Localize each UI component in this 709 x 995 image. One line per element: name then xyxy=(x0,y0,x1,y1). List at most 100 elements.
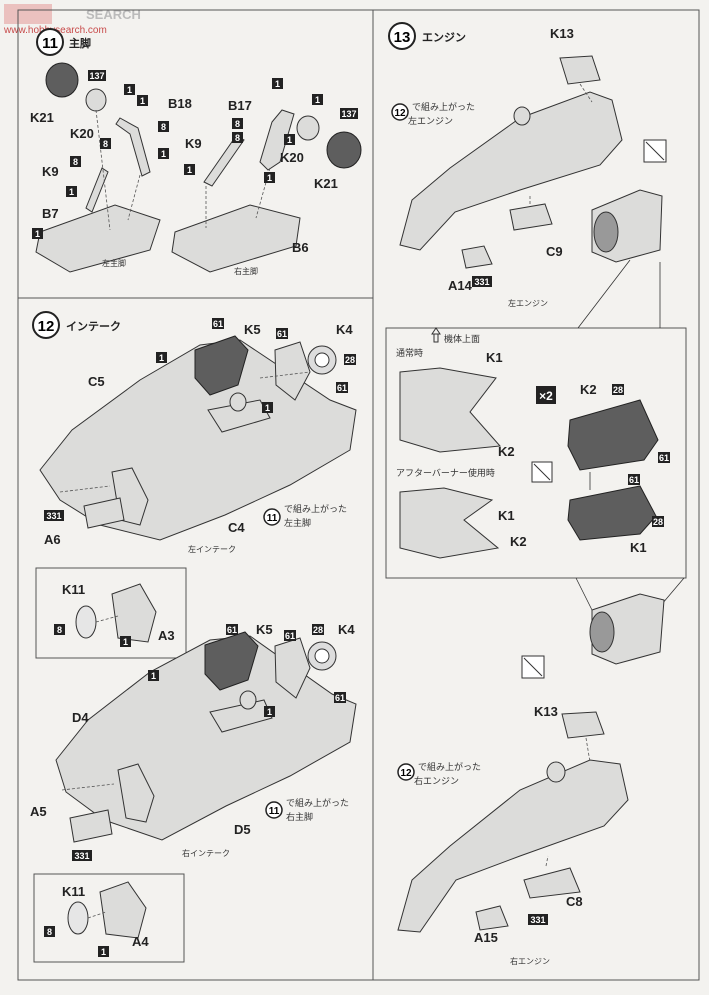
label-k2-inset: K2 xyxy=(498,444,515,459)
badge-28: 28 xyxy=(313,625,323,635)
right-intake-drawing xyxy=(55,631,357,843)
badge-1: 1 xyxy=(69,187,74,197)
badge-28: 28 xyxy=(345,355,355,365)
nozzle-inset-content: 機体上面 通常時 K1 K2 アフターバーナー使用時 K1 K2 ×2 K2 2… xyxy=(396,327,670,559)
step-12-number-badge xyxy=(32,311,60,339)
badge-1: 1 xyxy=(35,229,40,239)
label-d4: D4 xyxy=(72,710,89,725)
badge-1: 1 xyxy=(267,707,272,717)
step-13: 13 エンジン K13 C9 A14 左エンジン 331 12 で組み上がった xyxy=(385,22,687,966)
badge-1: 1 xyxy=(267,173,272,183)
ref-text-right-engine-part: 右エンジン xyxy=(414,775,459,786)
ref-number-12: 12 xyxy=(400,768,412,779)
label-k1-inset: K1 xyxy=(486,350,503,365)
left-intake-caption: 左インテーク xyxy=(188,544,236,554)
label-b6: B6 xyxy=(292,240,309,255)
ref-text-right-part: 右主脚 xyxy=(286,811,313,822)
inset-top-label: 機体上面 xyxy=(444,333,480,344)
right-intake-badges: 61 61 28 1 61 1 331 xyxy=(72,624,346,861)
left-main-gear-drawing xyxy=(35,62,161,273)
left-engine-caption: 左エンジン xyxy=(508,298,548,308)
badge-x2: ×2 xyxy=(539,389,553,403)
right-gear-reference: 11 で組み上がった 右主脚 xyxy=(265,797,349,822)
badge-61: 61 xyxy=(277,329,287,339)
step-13-frame xyxy=(372,9,700,981)
ref-number-12: 12 xyxy=(394,108,406,119)
label-a4: A4 xyxy=(132,934,149,949)
badge-61: 61 xyxy=(659,453,669,463)
right-main-gear-caption: 右主脚 xyxy=(234,266,258,276)
label-k2-inset-ab: K2 xyxy=(510,534,527,549)
badge-331: 331 xyxy=(530,915,545,925)
badge-331: 331 xyxy=(474,277,489,287)
badge-61: 61 xyxy=(227,625,237,635)
inset-normal: 通常時 xyxy=(396,347,423,358)
inset-afterburner: アフターバーナー使用時 xyxy=(396,467,495,478)
ref-text-left: で組み上がった xyxy=(284,503,347,514)
badge-1: 1 xyxy=(123,637,128,647)
left-fan-subbox xyxy=(35,567,187,659)
badge-61: 61 xyxy=(629,475,639,485)
label-k9-left: K9 xyxy=(42,164,59,179)
badge-8: 8 xyxy=(57,625,62,635)
ref-text-right-engine: で組み上がった xyxy=(418,761,481,772)
label-k2: K2 xyxy=(580,382,597,397)
left-engine-drawing xyxy=(399,55,667,269)
label-c5: C5 xyxy=(88,374,105,389)
step-11-title: 主脚 xyxy=(69,36,91,50)
label-a6: A6 xyxy=(44,532,61,547)
ref-text-left-part: 左主脚 xyxy=(284,517,311,528)
label-k1: K1 xyxy=(630,540,647,555)
badge-1: 1 xyxy=(187,165,192,175)
label-k1-inset-ab: K1 xyxy=(498,508,515,523)
ref-text-right: で組み上がった xyxy=(286,797,349,808)
ref-text-left-engine: で組み上がった xyxy=(412,101,475,112)
badge-1: 1 xyxy=(127,85,132,95)
badge-61: 61 xyxy=(337,383,347,393)
label-b18: B18 xyxy=(168,96,192,111)
label-b17: B17 xyxy=(228,98,252,113)
badge-8: 8 xyxy=(103,139,108,149)
right-engine-reference: 12 で組み上がった 右エンジン xyxy=(397,761,481,786)
right-main-gear-drawing xyxy=(171,109,362,273)
left-main-gear-labels: K21 K20 B18 K9 B7 左主脚 xyxy=(30,96,192,268)
badge-331: 331 xyxy=(74,851,89,861)
badge-28: 28 xyxy=(613,385,623,395)
label-c9: C9 xyxy=(546,244,563,259)
right-engine-drawing xyxy=(397,593,665,933)
badge-331: 331 xyxy=(46,511,61,521)
label-a15: A15 xyxy=(474,930,498,945)
step-11-number: 11 xyxy=(42,35,58,52)
badge-1: 1 xyxy=(275,79,280,89)
step-13-title: エンジン xyxy=(422,31,466,44)
left-intake-badges: 61 61 28 1 61 1 331 xyxy=(44,318,356,521)
left-engine-reference: 12 で組み上がった 左エンジン xyxy=(391,101,475,126)
label-k21-left: K21 xyxy=(30,110,54,125)
step-12-number: 12 xyxy=(38,318,55,335)
label-k11-left: K11 xyxy=(62,582,85,597)
left-intake-labels: C5 K5 K4 C4 A6 左インテーク xyxy=(44,322,353,554)
left-main-gear-caption: 左主脚 xyxy=(102,258,126,268)
watermark-logo: SEARCH xyxy=(86,7,141,22)
left-intake-drawing xyxy=(39,335,357,541)
step-13-number: 13 xyxy=(394,29,411,46)
label-k20-left: K20 xyxy=(70,126,94,141)
badge-1: 1 xyxy=(265,403,270,413)
label-k13-bottom: K13 xyxy=(534,704,558,719)
right-fan-subbox xyxy=(33,873,185,963)
label-b7: B7 xyxy=(42,206,59,221)
badge-137: 137 xyxy=(341,109,356,119)
left-engine-labels: K13 C9 A14 左エンジン xyxy=(448,26,574,308)
badge-61: 61 xyxy=(285,631,295,641)
right-engine-labels: K13 C8 A15 右エンジン xyxy=(474,704,583,966)
label-k13-top: K13 xyxy=(550,26,574,41)
nozzle-inset xyxy=(385,327,687,579)
badge-8: 8 xyxy=(235,133,240,143)
step-12-title: インテーク xyxy=(66,320,121,333)
badge-1: 1 xyxy=(315,95,320,105)
badge-1: 1 xyxy=(101,947,106,957)
label-c8: C8 xyxy=(566,894,583,909)
label-a5: A5 xyxy=(30,804,47,819)
